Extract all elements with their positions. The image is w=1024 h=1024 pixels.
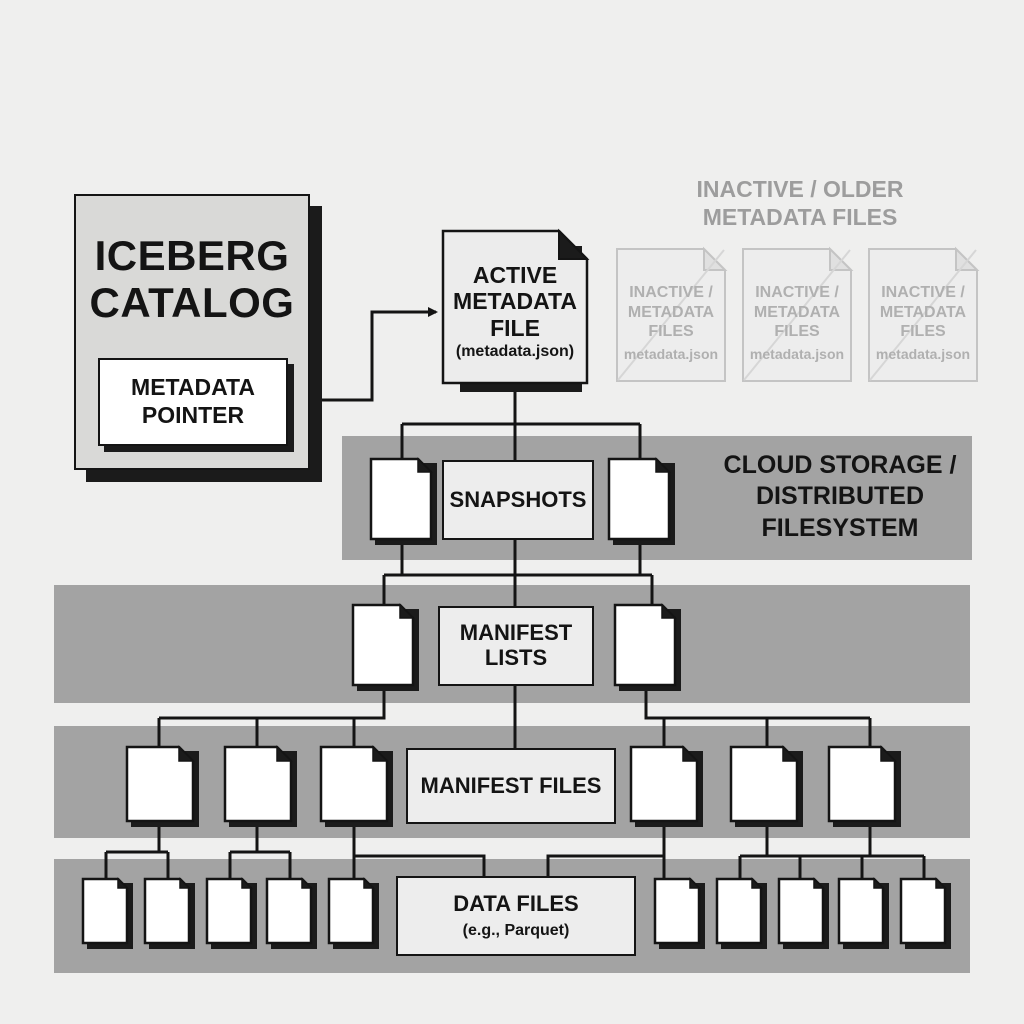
manifest-list-file-icon (613, 603, 681, 691)
manifest-file-icon (223, 745, 297, 827)
manifest-lists-label-box: MANIFEST LISTS (438, 606, 594, 686)
snapshots-label-box: SNAPSHOTS (442, 460, 594, 540)
inactive-metadata-title: INACTIVE / OLDER METADATA FILES (680, 176, 920, 231)
manifest-files-label-box: MANIFEST FILES (406, 748, 616, 824)
inactive-file-label: INACTIVE / METADATA FILES metadata.json (868, 283, 978, 363)
inactive-title-line: METADATA FILES (702, 203, 898, 230)
iceberg-catalog: ICEBERG CATALOG METADATA POINTER (74, 194, 310, 470)
catalog-title-line: CATALOG (89, 279, 295, 327)
data-file-icon (777, 877, 829, 949)
inactive-file-filename: metadata.json (623, 345, 719, 362)
active-metadata-line: METADATA (453, 288, 577, 315)
snapshots-label: SNAPSHOTS (449, 486, 587, 512)
cloud-storage-line: CLOUD STORAGE / (723, 451, 957, 479)
manifest-file-icon (125, 745, 199, 827)
inactive-file-line: FILES (648, 323, 694, 341)
inactive-metadata-file-icon (616, 246, 728, 382)
inactive-file-line: FILES (900, 323, 946, 341)
inactive-metadata-file-icon (742, 246, 854, 382)
inactive-file-line: INACTIVE / (629, 284, 713, 301)
inactive-file-line: INACTIVE / (755, 284, 839, 301)
metadata-pointer: METADATA POINTER (98, 358, 288, 446)
cloud-storage-line: DISTRIBUTED (755, 482, 925, 511)
manifest-files-label: MANIFEST FILES (420, 772, 602, 798)
manifest-list-file-icon (351, 603, 419, 691)
pointer-label-line: METADATA (131, 374, 255, 401)
inactive-file-label: INACTIVE / METADATA FILES metadata.json (616, 283, 726, 363)
snapshot-file-icon (607, 457, 675, 545)
data-files-sublabel: (e.g., Parquet) (462, 922, 570, 940)
inactive-file-line: METADATA (753, 303, 841, 321)
cloud-storage-line: FILESYSTEM (761, 513, 919, 542)
manifest-file-icon (827, 745, 901, 827)
inactive-file-line: INACTIVE / (881, 284, 965, 301)
manifest-lists-label-line: MANIFEST (459, 620, 573, 646)
active-metadata-filename: (metadata.json) (455, 343, 575, 361)
catalog-title-line: ICEBERG (94, 232, 290, 279)
manifest-file-icon (729, 745, 803, 827)
data-file-icon (715, 877, 767, 949)
inactive-file-line: FILES (774, 323, 820, 341)
inactive-file-filename: metadata.json (749, 345, 845, 362)
inactive-file-label: INACTIVE / METADATA FILES metadata.json (742, 283, 852, 363)
data-file-icon (327, 877, 379, 949)
data-file-icon (837, 877, 889, 949)
inactive-title-line: INACTIVE / OLDER (696, 176, 904, 202)
data-file-icon (899, 877, 951, 949)
data-file-icon (81, 877, 133, 949)
manifest-file-icon (319, 745, 393, 827)
data-files-label-box: DATA FILES (e.g., Parquet) (396, 876, 636, 956)
data-file-icon (143, 877, 195, 949)
active-metadata-line: FILE (490, 314, 540, 341)
pointer-arrow (288, 307, 438, 402)
pointer-label-line: POINTER (141, 402, 245, 428)
data-file-icon (265, 877, 317, 949)
active-metadata-line: ACTIVE (472, 262, 558, 288)
inactive-file-line: METADATA (627, 303, 715, 321)
inactive-file-filename: metadata.json (875, 345, 971, 362)
inactive-metadata-file-icon (868, 246, 980, 382)
snapshot-file-icon (369, 457, 437, 545)
cloud-storage-label: CLOUD STORAGE / DISTRIBUTED FILESYSTEM (720, 450, 960, 544)
active-metadata-label: ACTIVE METADATA FILE (metadata.json) (442, 262, 588, 362)
data-file-icon (205, 877, 257, 949)
data-files-label: DATA FILES (453, 890, 579, 916)
data-file-icon (653, 877, 705, 949)
inactive-file-line: METADATA (879, 303, 967, 321)
catalog-title: ICEBERG CATALOG (76, 232, 308, 326)
active-metadata-file-icon (441, 228, 590, 392)
manifest-file-icon (629, 745, 703, 827)
manifest-lists-label-line: LISTS (484, 645, 548, 670)
